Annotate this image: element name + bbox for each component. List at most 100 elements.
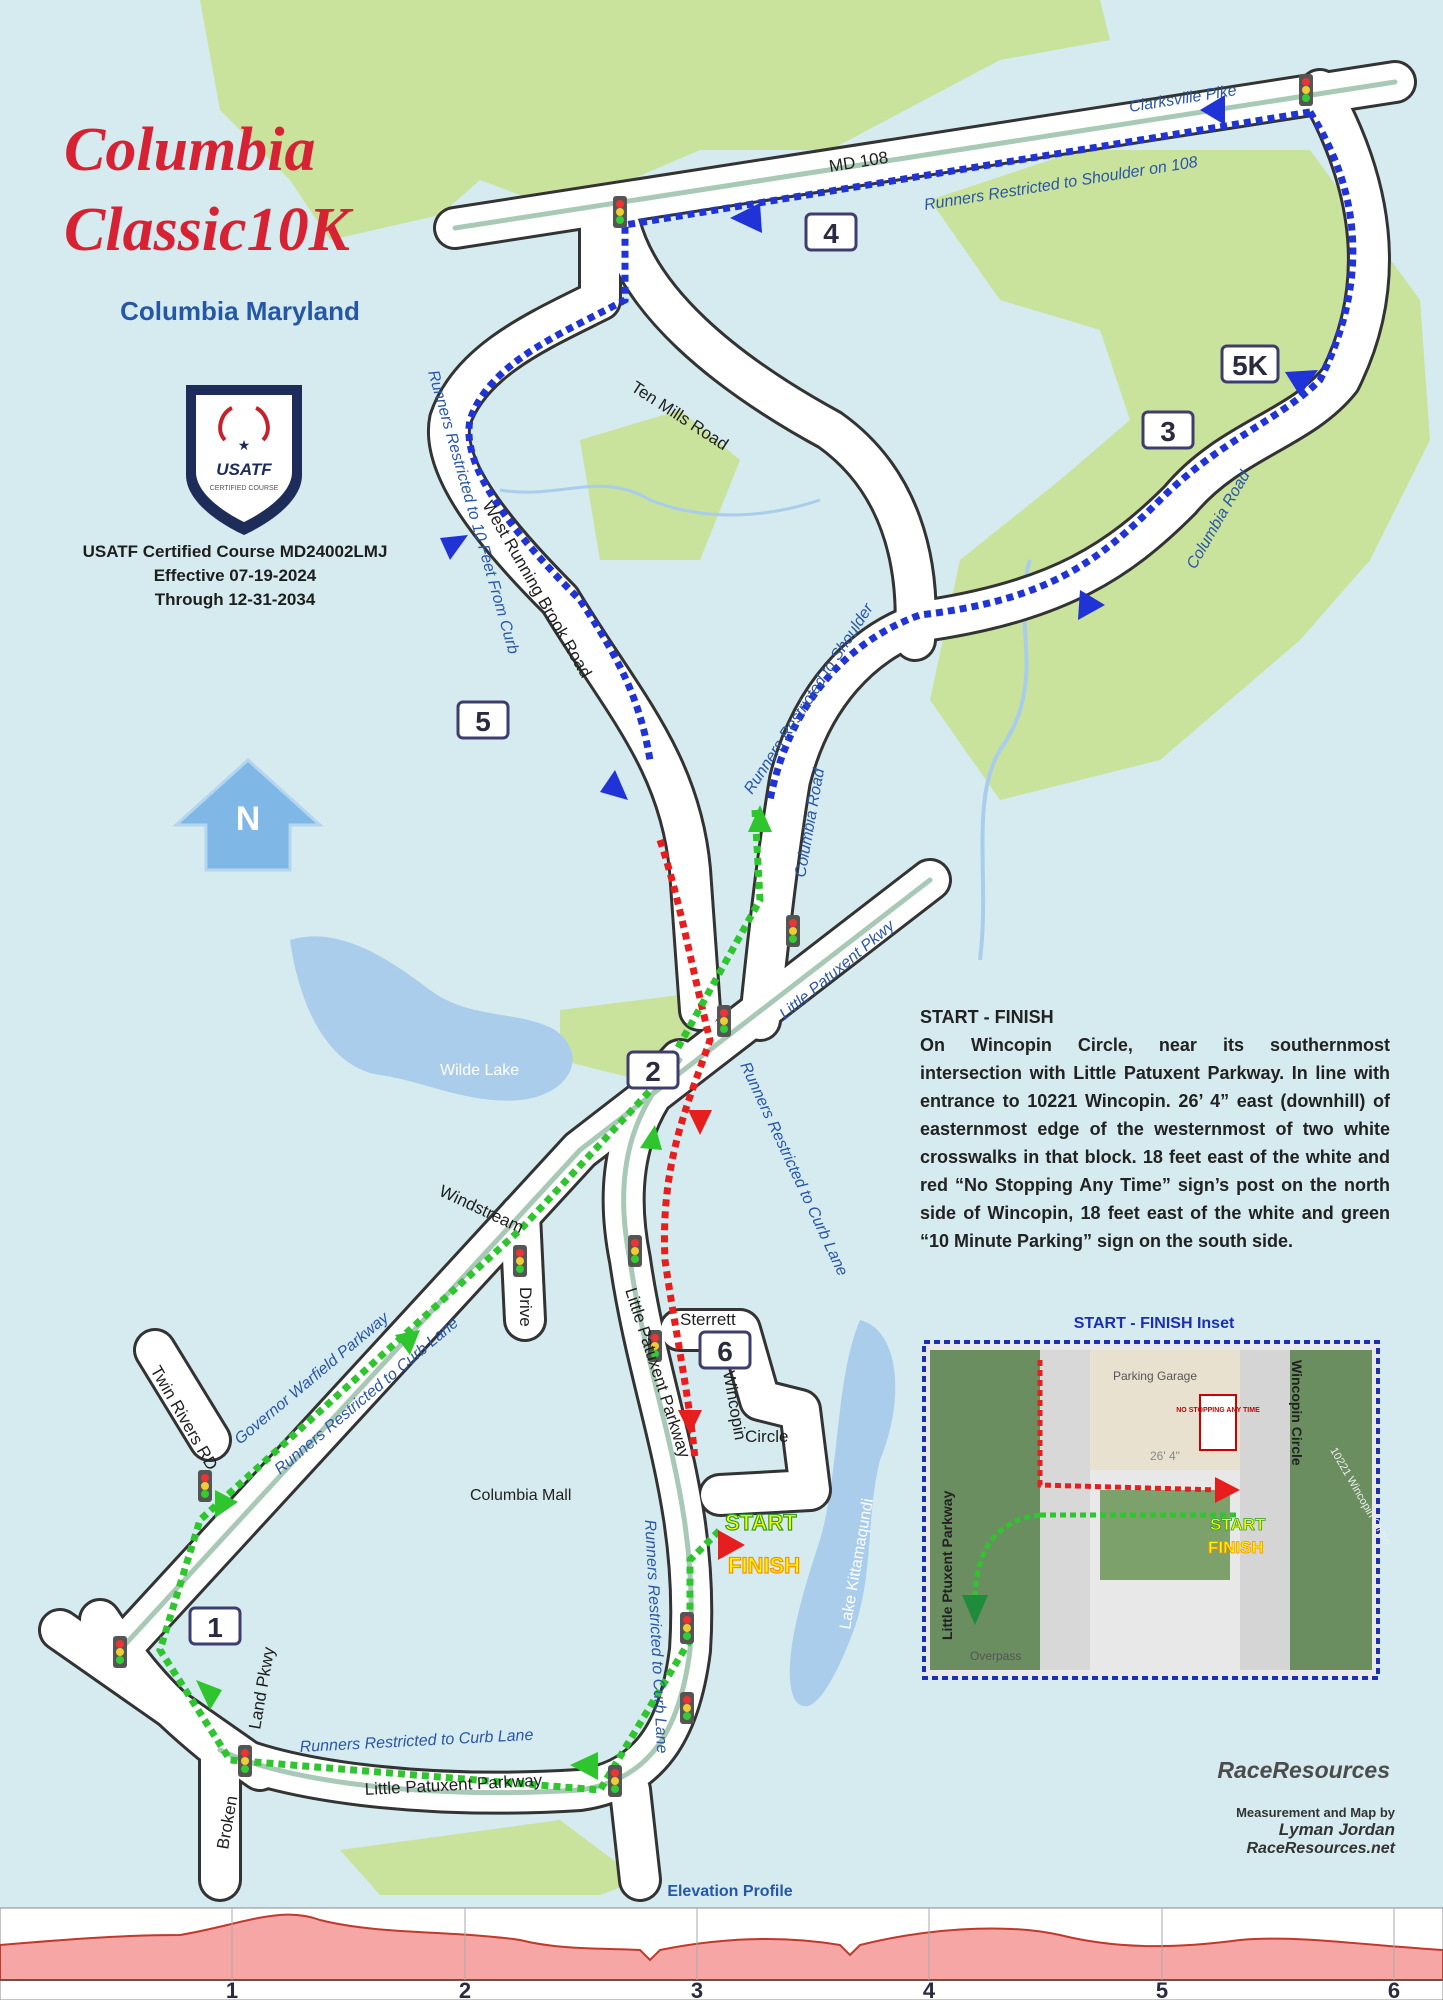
svg-text:1: 1 (226, 1978, 238, 2000)
arrow-red-icon (678, 1410, 702, 1435)
svg-text:5: 5 (1156, 1978, 1168, 2000)
start-finish-description: START - FINISH On Wincopin Circle, near … (920, 1003, 1390, 1255)
label-circle: Circle (745, 1427, 788, 1446)
arrow-blue-icon (1200, 95, 1225, 125)
arrow-red-icon (718, 1530, 745, 1560)
svg-text:CERTIFIED COURSE: CERTIFIED COURSE (210, 485, 279, 492)
route-arrows (196, 95, 1318, 1780)
traffic-light-icon (786, 915, 800, 947)
svg-text:1: 1 (207, 1612, 223, 1643)
label-drive: Drive (516, 1287, 535, 1327)
traffic-light-icon (1299, 74, 1313, 106)
svg-text:Columbia: Columbia (64, 116, 316, 184)
traffic-light-icon (648, 1330, 662, 1362)
arrow-green-icon (570, 1752, 598, 1780)
usatf-star-icon: ★ (238, 437, 251, 453)
svg-text:USATF: USATF (216, 460, 272, 479)
traffic-light-icon (613, 196, 627, 228)
race-resources-logo: RaceResources (1217, 1757, 1390, 1783)
svg-text:2: 2 (459, 1978, 471, 2000)
svg-text:NO STOPPING ANY TIME: NO STOPPING ANY TIME (1176, 1407, 1260, 1414)
svg-text:26' 4": 26' 4" (1150, 1449, 1180, 1463)
traffic-light-icon (717, 1005, 731, 1037)
svg-text:FINISH: FINISH (1208, 1538, 1264, 1557)
inset-title: START - FINISH Inset (1073, 1315, 1235, 1332)
route-blue (465, 108, 1357, 801)
usatf-badge: ★ USATF CERTIFIED COURSE (186, 385, 302, 535)
svg-text:3: 3 (691, 1978, 703, 2000)
arrow-red-icon (688, 1110, 712, 1135)
label-sterrett: Sterrett (680, 1310, 736, 1329)
traffic-light-icon (198, 1470, 212, 1502)
start-finish-text: On Wincopin Circle, near its southernmos… (920, 1035, 1390, 1251)
credit-line-2: Lyman Jordan (1278, 1820, 1395, 1839)
usatf-wing-icon (218, 406, 233, 442)
traffic-light-icon (680, 1692, 694, 1724)
mile-marker-2: 2 (626, 1050, 680, 1090)
certification-info: USATF Certified Course MD24002LMJ Effect… (40, 540, 430, 612)
traffic-lights (113, 74, 1313, 1797)
arrow-green-icon (748, 805, 772, 832)
route-green (156, 809, 764, 1794)
svg-text:4: 4 (923, 1978, 936, 2000)
start-label: START (725, 1510, 797, 1535)
start-finish-heading: START - FINISH (920, 1007, 1054, 1027)
arrow-green-icon (215, 1490, 238, 1518)
credit-line-1: Measurement and Map by (1236, 1805, 1395, 1820)
mile-marker-1: 1 (188, 1606, 242, 1646)
wilde-lake (290, 936, 573, 1101)
arrow-blue-icon (1078, 590, 1105, 620)
cert-line-1: USATF Certified Course MD24002LMJ (82, 542, 388, 561)
traffic-light-icon (513, 1245, 527, 1277)
arrow-blue-icon (1285, 370, 1318, 396)
traffic-light-icon (608, 1765, 622, 1797)
mile-marker-3: 3 (1141, 410, 1195, 450)
inset-arrow-red-icon (1215, 1477, 1240, 1503)
north-arrow-icon: N (172, 757, 324, 872)
traffic-light-icon (238, 1745, 252, 1777)
svg-text:Overpass: Overpass (970, 1649, 1021, 1663)
svg-text:Little Ptuxent Parkway: Little Ptuxent Parkway (939, 1490, 955, 1640)
credit-line-3: RaceResources.net (1246, 1840, 1395, 1857)
elevation-title: Elevation Profile (667, 1883, 793, 1900)
mile-marker-5: 5 (456, 700, 510, 740)
arrow-blue-icon (730, 203, 762, 233)
cert-line-2: Effective 07-19-2024 (153, 566, 317, 585)
svg-text:3: 3 (1160, 416, 1176, 447)
fivek-marker: 5K (1220, 344, 1280, 384)
water (290, 484, 1032, 1707)
svg-text:5K: 5K (1232, 350, 1268, 381)
no-stopping-sign-icon (1199, 1394, 1237, 1451)
race-logo: Columbia Classic10K (64, 116, 354, 264)
route-red (656, 838, 714, 1461)
svg-text:2: 2 (645, 1056, 661, 1087)
inset-arrow-green-icon (962, 1595, 988, 1625)
svg-text:Parking Garage: Parking Garage (1113, 1369, 1197, 1383)
elevation-profile: 1 2 3 4 5 6 (0, 1907, 1443, 2000)
cert-line-3: Through 12-31-2034 (154, 590, 316, 609)
arrow-blue-icon (600, 770, 628, 800)
svg-text:N: N (236, 800, 261, 838)
mile-markers: 1 2 3 4 5 6 5K (188, 212, 1280, 1646)
svg-text:Classic10K: Classic10K (64, 196, 354, 264)
finish-label: FINISH (728, 1553, 800, 1578)
arrow-blue-icon (440, 535, 468, 560)
traffic-light-icon (113, 1636, 127, 1668)
arrow-green-icon (196, 1680, 222, 1710)
arrow-green-icon (640, 1125, 662, 1150)
svg-text:6: 6 (717, 1336, 733, 1367)
svg-text:Wincopin Circle: Wincopin Circle (1289, 1360, 1305, 1466)
roads (38, 60, 1417, 1902)
start-finish-marker: START FINISH (724, 1509, 800, 1578)
start-finish-inset: NO STOPPING ANY TIME Parking Garage 26' … (922, 1340, 1393, 1680)
traffic-light-icon (628, 1235, 642, 1267)
svg-text:4: 4 (823, 218, 839, 249)
label-columbia-mall: Columbia Mall (470, 1487, 571, 1504)
traffic-light-icon (680, 1612, 694, 1644)
location-title: Columbia Maryland (120, 296, 360, 326)
label-wilde-lake: Wilde Lake (440, 1062, 519, 1079)
svg-text:6: 6 (1388, 1978, 1400, 2000)
arrow-green-icon (395, 1330, 420, 1355)
svg-text:START: START (1210, 1515, 1266, 1534)
